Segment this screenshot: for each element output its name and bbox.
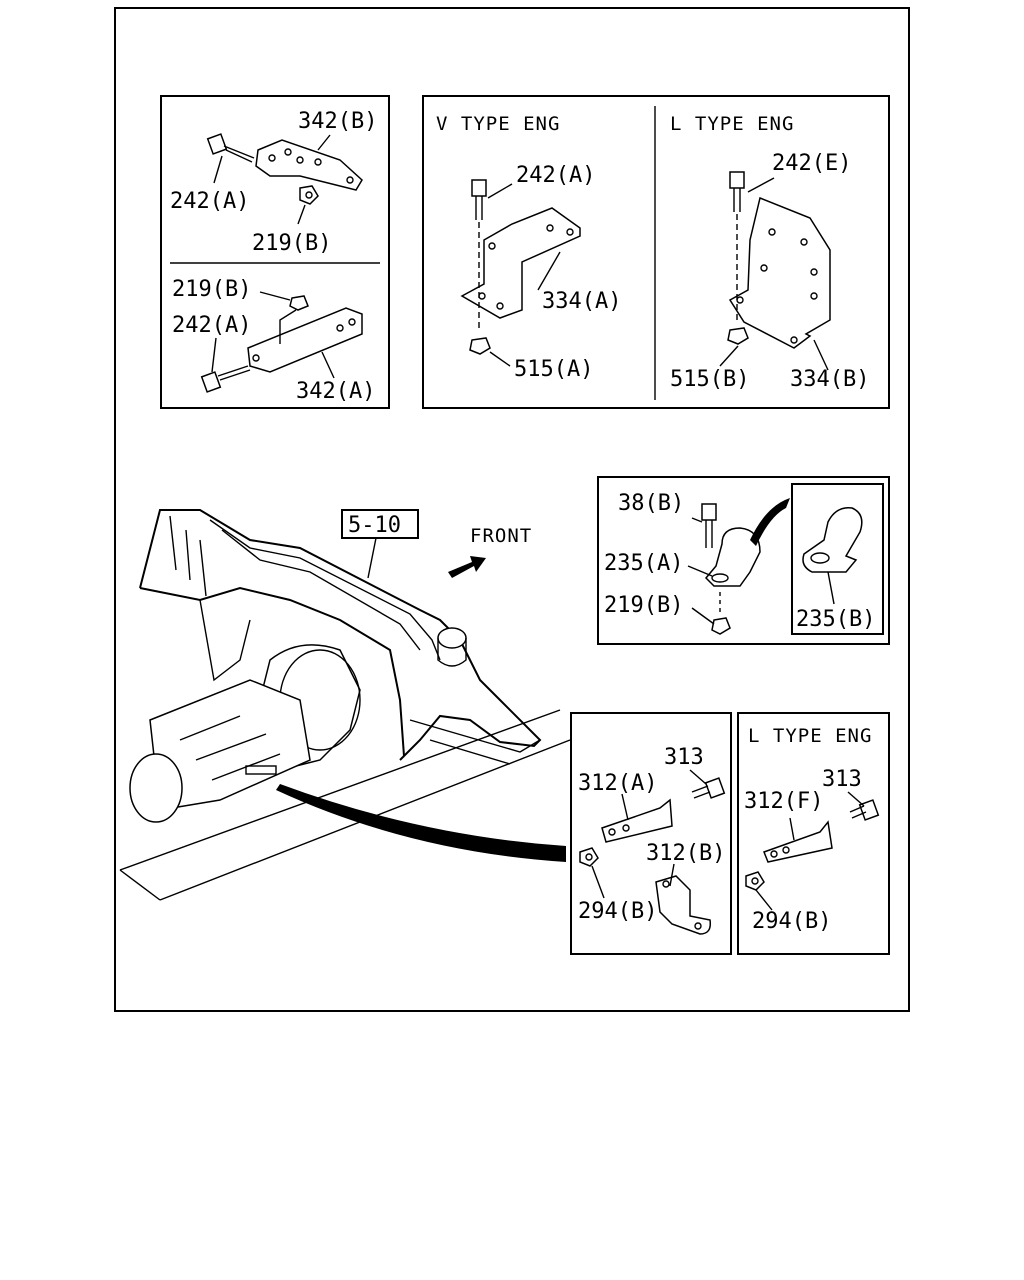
panel-bottom-right (737, 712, 890, 955)
header-l-type-top: L TYPE ENG (670, 113, 794, 135)
label-334a: 334(A) (542, 289, 621, 314)
panel-engine-types (422, 95, 890, 409)
label-242a-v: 242(A) (516, 163, 595, 188)
label-294b-right: 294(B) (752, 909, 831, 934)
ref-box-label: 5-10 (348, 513, 401, 538)
outer-frame (114, 7, 910, 1012)
label-342a: 342(A) (296, 379, 375, 404)
label-242a-upper: 242(A) (170, 189, 249, 214)
label-515a: 515(A) (514, 357, 593, 382)
label-312f: 312(F) (744, 789, 823, 814)
panel-clamp (597, 476, 890, 645)
label-219b-upper: 219(B) (252, 231, 331, 256)
label-219b-clamp: 219(B) (604, 593, 683, 618)
label-515b: 515(B) (670, 367, 749, 392)
label-294b-mid: 294(B) (578, 899, 657, 924)
header-l-type-bottom: L TYPE ENG (748, 725, 872, 747)
label-312b: 312(B) (646, 841, 725, 866)
panel-bottom-mid (570, 712, 732, 955)
label-312a: 312(A) (578, 771, 657, 796)
label-334b: 334(B) (790, 367, 869, 392)
label-242a-lower: 242(A) (172, 313, 251, 338)
label-342b: 342(B) (298, 109, 377, 134)
label-219b-lower: 219(B) (172, 277, 251, 302)
label-313-right: 313 (822, 767, 862, 792)
label-38b: 38(B) (618, 491, 684, 516)
label-235b: 235(B) (796, 607, 875, 632)
label-242e: 242(E) (772, 151, 851, 176)
header-v-type: V TYPE ENG (436, 113, 560, 135)
panel-top-left (160, 95, 390, 409)
front-direction-label: FRONT (470, 525, 532, 547)
main-assembly-view (119, 509, 571, 901)
label-313-mid: 313 (664, 745, 704, 770)
label-235a: 235(A) (604, 551, 683, 576)
